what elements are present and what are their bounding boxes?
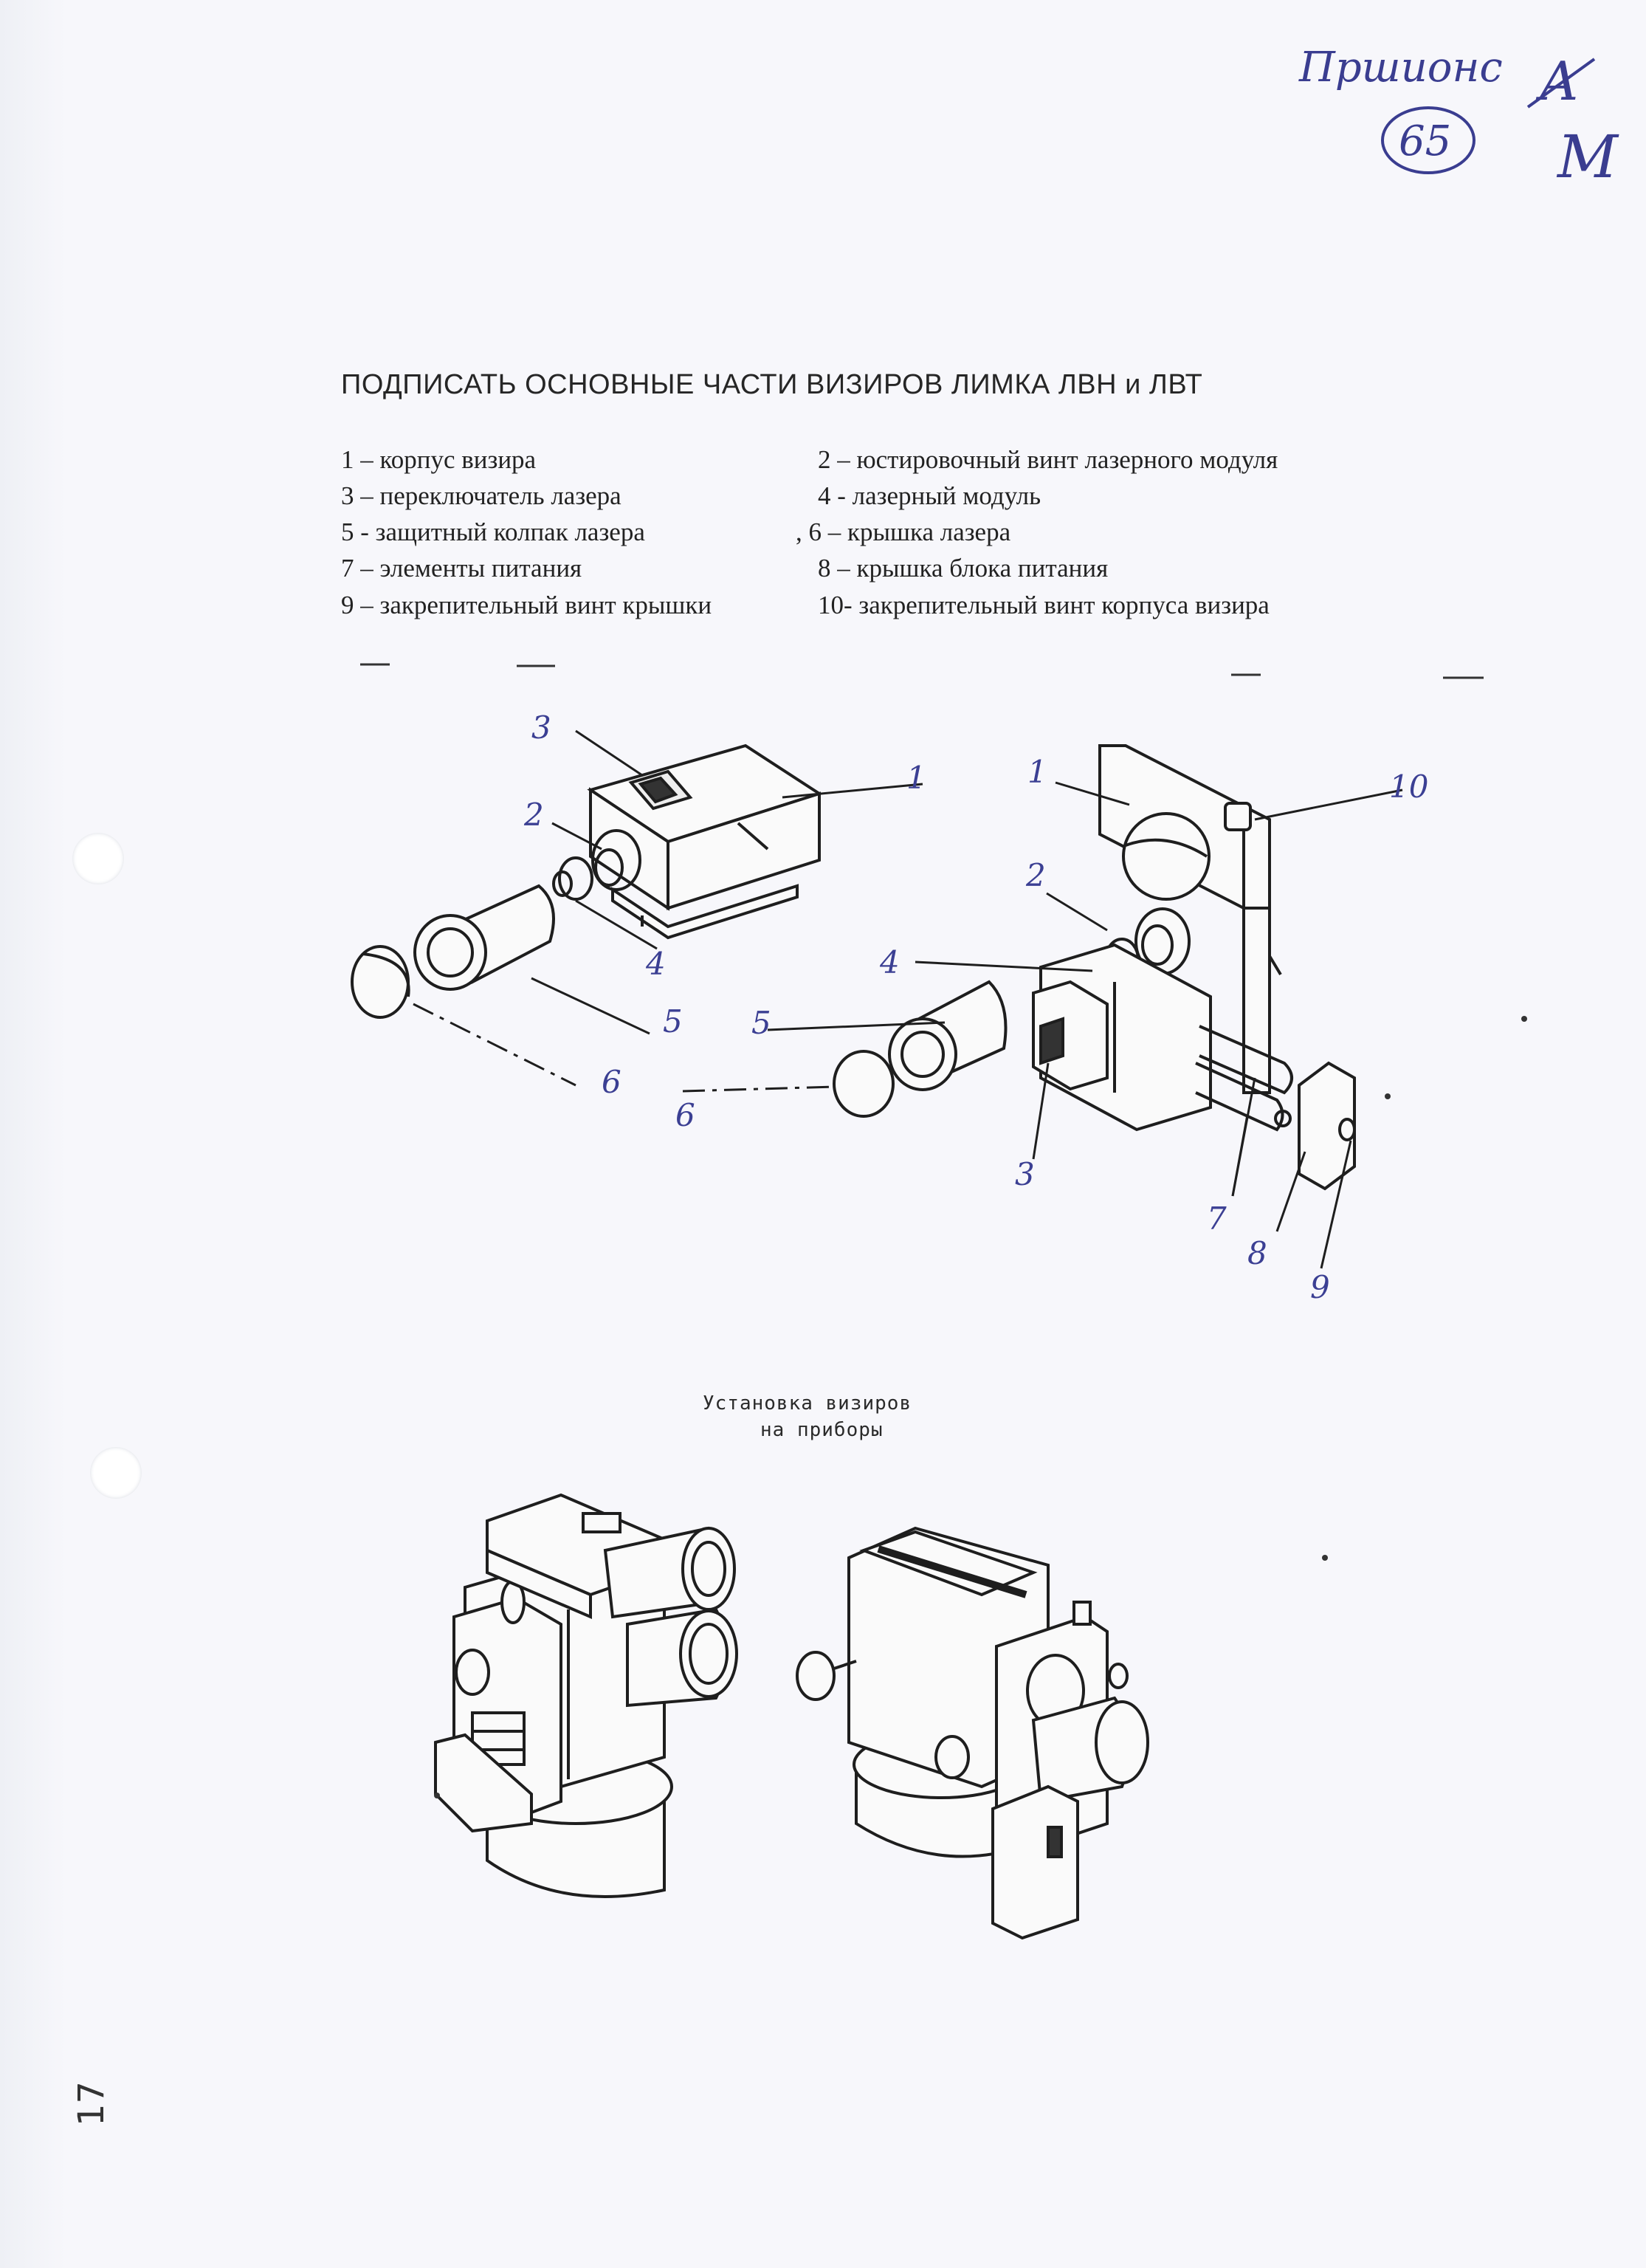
legend-item-1: 1 – корпус визира: [341, 445, 537, 474]
caption-line-1: Установка визиров: [703, 1392, 912, 1415]
right-callout-2: 2: [1025, 857, 1046, 893]
legend-item-9: 9 – закрепительный винт крышки: [341, 591, 712, 619]
punch-hole-top: [72, 833, 124, 884]
handwritten-letter-m: М: [1556, 123, 1619, 191]
legend-item-4: 4 - лазерный модуль: [818, 481, 1041, 510]
left-instrument-drawing: [434, 1493, 738, 1898]
circled-number: 65: [1399, 117, 1451, 165]
left-callout-2: 2: [523, 797, 544, 833]
right-callout-6: 6: [675, 1097, 695, 1133]
left-callout-1: 1: [906, 760, 926, 796]
left-leader-lines: [413, 729, 923, 1087]
page-title: ПОДПИСАТЬ ОСНОВНЫЕ ЧАСТИ ВИЗИРОВ ЛИМКА Л…: [341, 369, 1203, 400]
strike-mark: [1526, 58, 1596, 109]
page-edge-shadow: [0, 0, 66, 2268]
right-callout-4: 4: [879, 944, 900, 980]
legend-item-10: 10- закрепительный винт корпуса визира: [818, 591, 1270, 619]
right-callout-5: 5: [751, 1005, 771, 1041]
left-callout-6: 6: [602, 1064, 621, 1100]
handwritten-word: Пршионс: [1298, 44, 1503, 92]
legend-item-6: , 6 – крышка лазера: [796, 518, 1011, 546]
right-leader-lines: [682, 781, 1403, 1269]
right-visor-drawing: [833, 744, 1356, 1191]
left-callout-5: 5: [663, 1003, 683, 1040]
handwritten-letter-a: А: [1535, 50, 1580, 112]
legend-item-3: 3 – переключатель лазера: [341, 481, 621, 510]
right-callout-7: 7: [1207, 1200, 1227, 1237]
right-callout-1: 1: [1027, 754, 1047, 790]
margin-page-number: 17: [71, 2081, 112, 2126]
left-callout-3: 3: [531, 709, 551, 746]
left-visor-drawing: [351, 743, 823, 1019]
circle-mark: [1381, 106, 1475, 174]
punch-hole-bottom: [90, 1447, 142, 1499]
right-callout-8: 8: [1247, 1235, 1267, 1271]
right-callout-9: 9: [1310, 1269, 1330, 1305]
left-callout-4: 4: [645, 946, 666, 982]
right-instrument-drawing: [796, 1526, 1149, 1940]
caption-line-2: на приборы: [760, 1419, 884, 1441]
legend-item-7: 7 – элементы питания: [341, 554, 582, 583]
legend-item-2: 2 – юстировочный винт лазерного модуля: [818, 445, 1278, 474]
right-callout-3: 3: [1015, 1156, 1035, 1192]
legend-item-8: 8 – крышка блока питания: [818, 554, 1109, 583]
right-callout-10: 10: [1389, 769, 1428, 805]
legend-item-5: 5 - защитный колпак лазера: [341, 518, 645, 546]
